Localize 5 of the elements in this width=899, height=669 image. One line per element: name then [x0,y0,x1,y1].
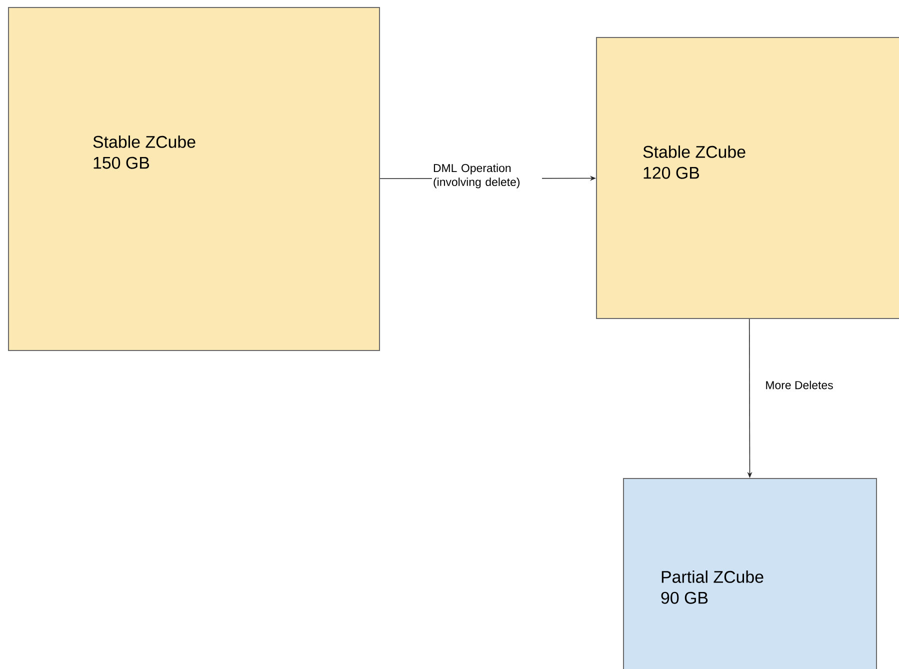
edge-label: DML Operation (involving delete) [432,162,542,190]
box: Stable ZCube 150 GB [8,7,380,351]
box: Stable ZCube 120 GB [596,37,899,319]
box: Partial ZCube 90 GB [623,478,877,669]
edge-label: More Deletes [764,380,834,390]
